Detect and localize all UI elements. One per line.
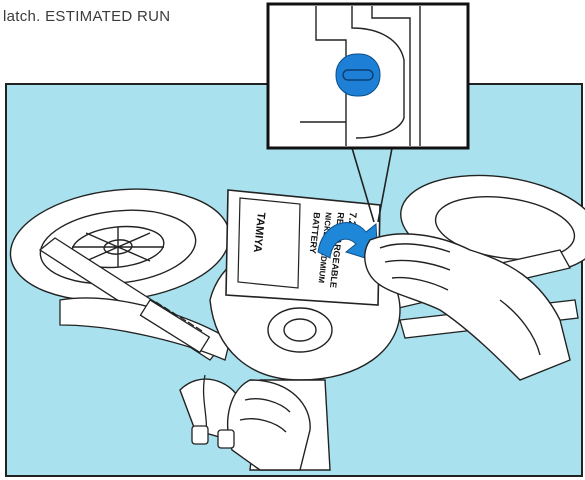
inset-detail [268, 4, 468, 148]
